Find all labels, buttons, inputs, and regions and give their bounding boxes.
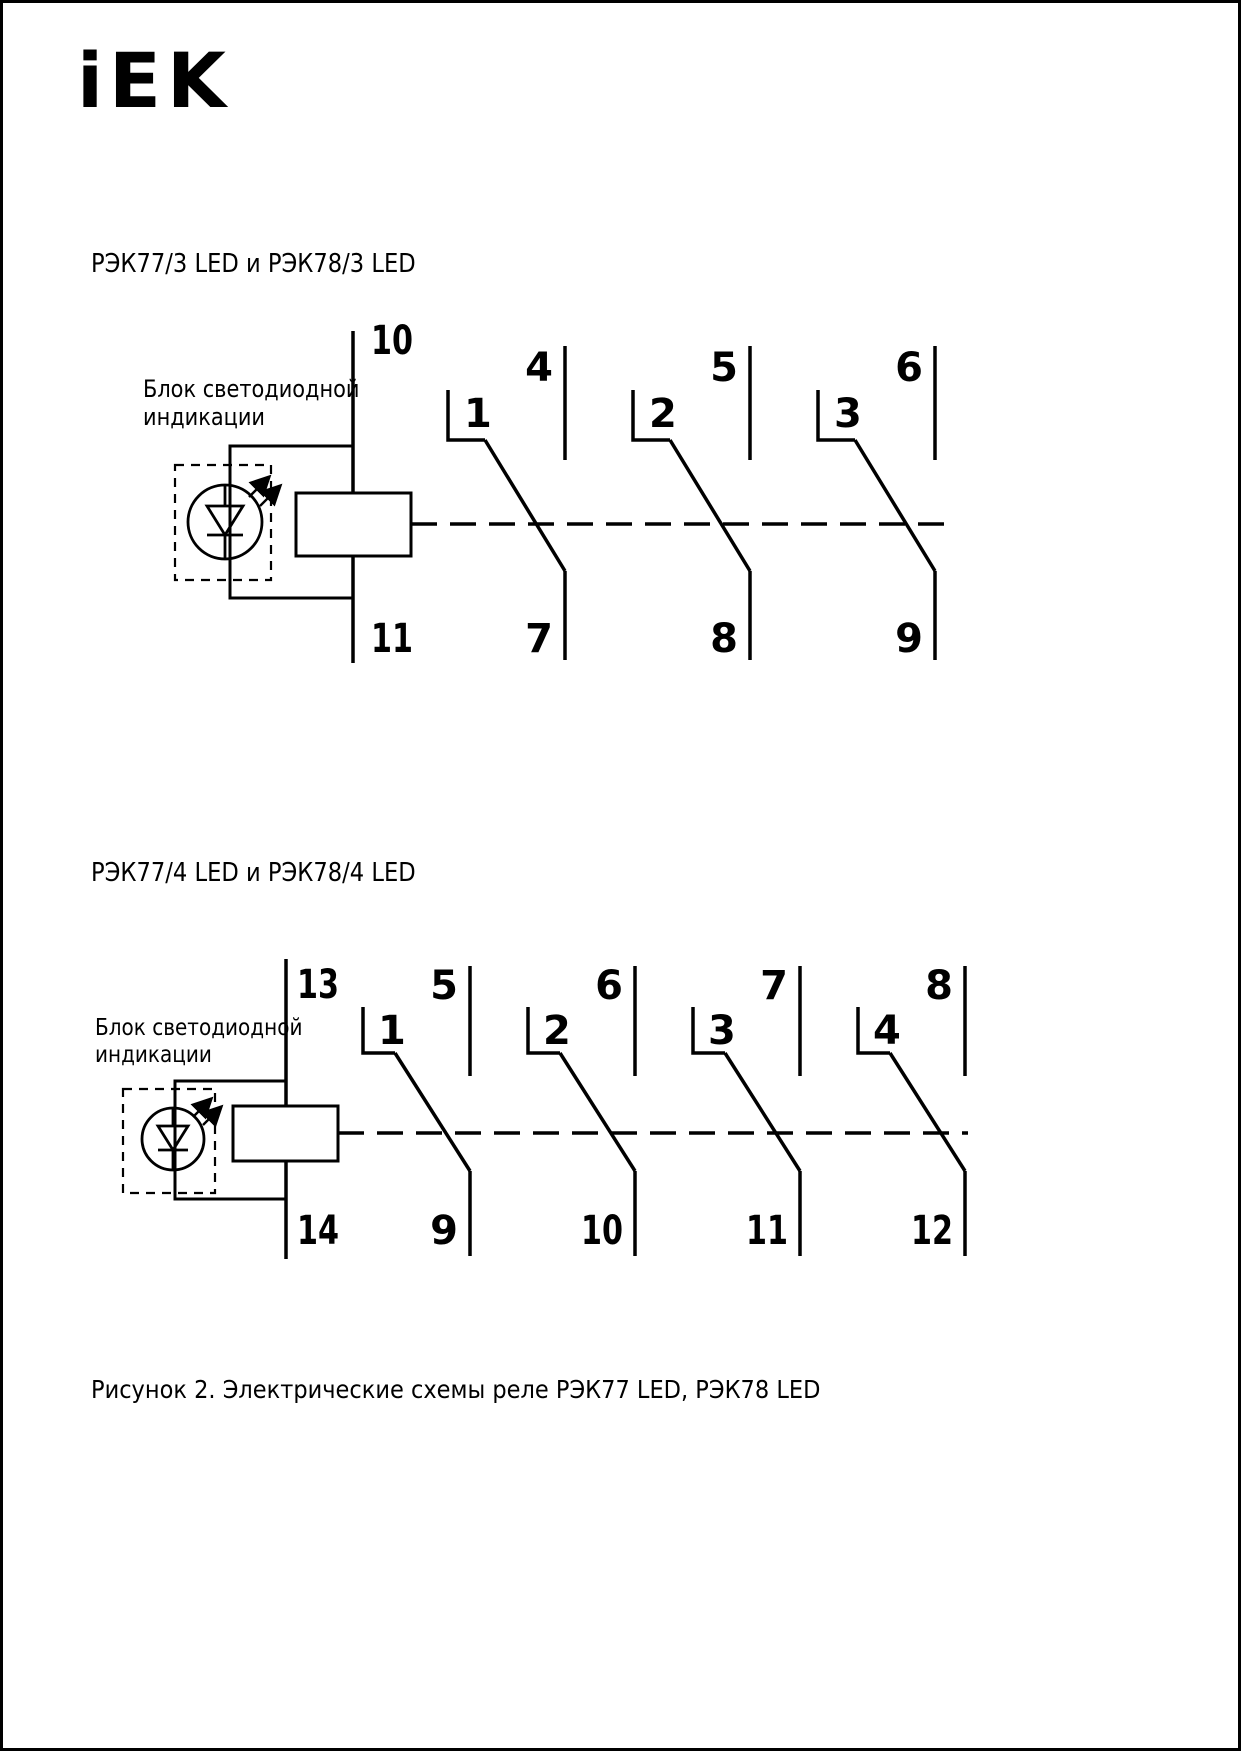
coil-terminal-bottom-label: 14 [297, 1208, 339, 1254]
led-block-label-4pole: Блок светодиодной индикации [95, 1015, 302, 1069]
led-light-arrow-1 [190, 1096, 214, 1120]
contact-common-line [816, 390, 855, 442]
contact-top-label: 8 [925, 963, 953, 1009]
contact-arm-line [888, 1052, 967, 1172]
contact-bottom-label: 9 [430, 1208, 458, 1254]
led-circle [186, 483, 264, 561]
contact-group-1: 1 5 9 [361, 963, 472, 1256]
contact-common-label: 2 [543, 1008, 571, 1054]
relay-coil-box [231, 1104, 340, 1163]
led-block-label-line1: Блок светодиодной [143, 375, 360, 403]
contact-arm-line [558, 1052, 637, 1172]
contact-common-line [446, 390, 485, 442]
iek-logo: iEK [77, 36, 232, 125]
contact-common-label: 3 [708, 1008, 736, 1054]
led-triangle [204, 504, 246, 538]
contact-common-line [631, 390, 670, 442]
led-light-arrow-1 [248, 474, 272, 498]
contact-top-label: 5 [710, 345, 738, 391]
led-block-dashed-box [121, 1087, 217, 1195]
coil-terminal-top-label: 10 [371, 318, 413, 364]
led-block-dashed-box [173, 463, 273, 582]
contact-top-label: 7 [760, 963, 788, 1009]
contact-common-line [856, 1007, 890, 1055]
contact-group-3: 3 6 9 [816, 345, 937, 662]
contact-bottom-label: 9 [895, 616, 923, 662]
contact-common-label: 4 [873, 1008, 901, 1054]
contact-top-label: 5 [430, 963, 458, 1009]
led-triangle [155, 1124, 191, 1153]
led-block-label-line2: индикации [143, 403, 265, 432]
contact-common-line [361, 1007, 395, 1055]
led-block-label-3pole: Блок светодиодной индикации [143, 375, 359, 432]
contact-top-label: 4 [525, 345, 553, 391]
contact-top-label: 6 [595, 963, 623, 1009]
led-light-arrow-2 [259, 483, 283, 507]
contact-group-1: 1 4 7 [446, 345, 567, 662]
contact-common-label: 1 [464, 391, 492, 437]
contact-common-label: 3 [834, 391, 862, 437]
contact-group-3: 3 7 11 [691, 963, 802, 1256]
contact-common-line [691, 1007, 725, 1055]
coil-terminal-bottom-label: 11 [371, 616, 413, 662]
led-block-label-line1: Блок светодиодной [95, 1015, 303, 1041]
contact-bottom-label: 12 [911, 1208, 953, 1254]
contact-group-2: 2 5 8 [631, 345, 752, 662]
schematic-4pole-title: РЭК77/4 LED и РЭК78/4 LED [91, 858, 416, 888]
relay-coil-box [294, 491, 413, 558]
contact-group-2: 2 6 10 [526, 963, 637, 1256]
led-block-label-line2: индикации [95, 1042, 212, 1069]
schematic-4pole-drawing: 13 14 1 5 9 2 6 10 [121, 959, 968, 1259]
contact-common-label: 2 [649, 391, 677, 437]
contact-arm-line [393, 1052, 472, 1172]
contact-arm-line [668, 439, 752, 572]
led-circle [140, 1106, 206, 1172]
contact-bottom-label: 10 [581, 1208, 623, 1254]
figure-caption: Рисунок 2. Электрические схемы реле РЭК7… [91, 1375, 821, 1404]
schematics-canvas: 10 11 1 4 7 2 5 8 [121, 318, 968, 1259]
contact-common-label: 1 [378, 1008, 406, 1054]
schematic-3pole-drawing: 10 11 1 4 7 2 5 8 [173, 318, 948, 663]
contact-arm-line [483, 439, 567, 572]
contact-group-4: 4 8 12 [856, 963, 967, 1256]
schematic-3pole-title: РЭК77/3 LED и РЭК78/3 LED [91, 249, 416, 279]
contact-bottom-label: 7 [525, 616, 553, 662]
coil-terminal-top-label: 13 [297, 962, 339, 1008]
contact-bottom-label: 8 [710, 616, 738, 662]
contact-common-line [526, 1007, 560, 1055]
contact-arm-line [853, 439, 937, 572]
led-light-arrow-2 [200, 1104, 224, 1128]
contact-arm-line [723, 1052, 802, 1172]
contact-top-label: 6 [895, 345, 923, 391]
contact-bottom-label: 11 [746, 1208, 788, 1254]
